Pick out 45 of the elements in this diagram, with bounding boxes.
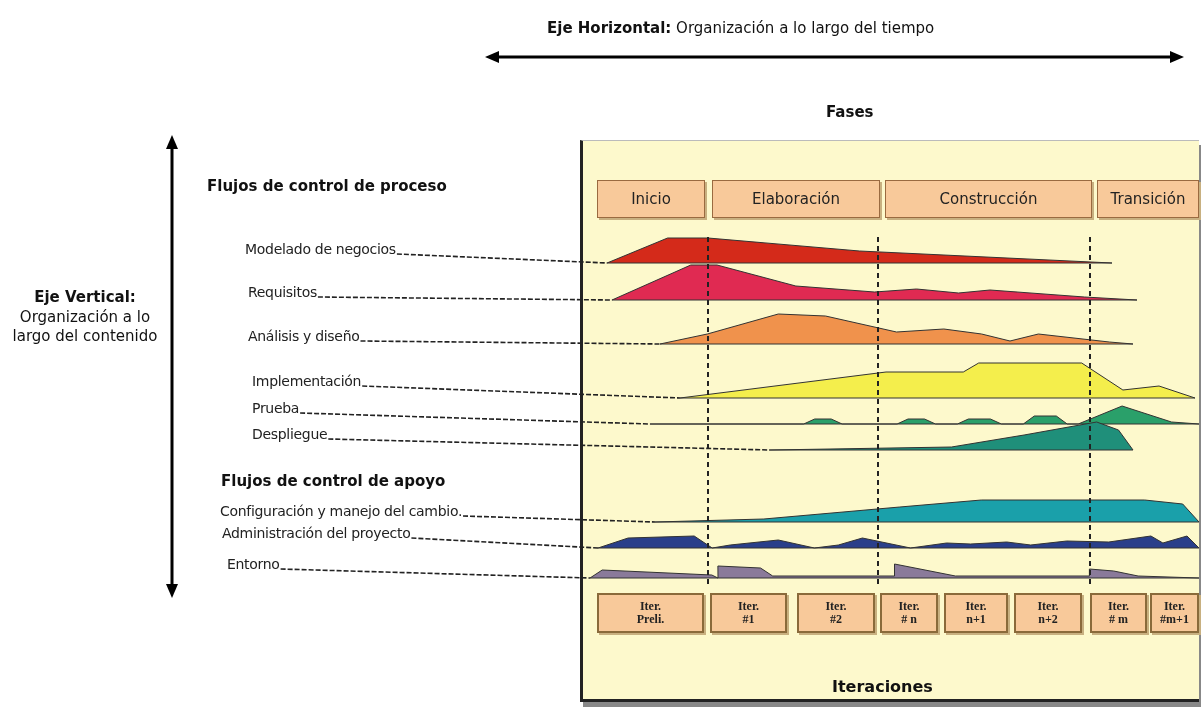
workflow-label: Prueba xyxy=(252,400,300,416)
leader-line xyxy=(410,537,599,549)
axis-caption: Eje Horizontal: Organización a lo largo del tiempo xyxy=(547,19,935,39)
workflow-label: Despliegue xyxy=(252,426,328,442)
phase-box: Elaboración xyxy=(712,180,880,218)
leader-line xyxy=(359,340,661,345)
phase-box: Transición xyxy=(1097,180,1199,218)
iteration-box: Iter. n+2 xyxy=(1014,593,1082,633)
leader-line xyxy=(317,296,613,301)
iteration-box: Iter. Preli. xyxy=(597,593,704,633)
workflow-hump xyxy=(598,536,1199,548)
workflow-label: Modelado de negocios xyxy=(245,241,396,257)
iteration-box: Iter. #1 xyxy=(710,593,787,633)
leader-line xyxy=(299,412,651,425)
leader-line xyxy=(396,253,608,264)
workflow-hump xyxy=(607,238,1112,263)
iteration-box: Iter. #m+1 xyxy=(1150,593,1199,633)
leader-line xyxy=(279,568,591,579)
axis-caption: Eje Vertical: Organización a lo largo del contenido xyxy=(11,288,159,347)
iteration-box: Iter. # m xyxy=(1090,593,1147,633)
section-heading: Fases xyxy=(826,103,874,123)
leader-line xyxy=(361,385,681,399)
workflow-hump xyxy=(655,500,1199,522)
workflow-hump xyxy=(770,422,1133,450)
phase-box: Construcción xyxy=(885,180,1092,218)
leader-line xyxy=(462,515,656,523)
workflow-label: Implementación xyxy=(252,373,362,389)
workflow-hump xyxy=(590,564,1199,578)
section-heading: Flujos de control de proceso xyxy=(207,177,447,197)
leader-line xyxy=(327,438,771,451)
workflow-hump xyxy=(660,314,1133,344)
workflow-label: Configuración y manejo del cambio. xyxy=(220,503,463,519)
workflow-label: Administración del proyecto xyxy=(222,525,411,541)
workflow-label: Requisitos xyxy=(248,284,317,300)
workflow-hump xyxy=(650,406,1199,424)
iteration-box: Iter. n+1 xyxy=(944,593,1008,633)
iteration-box: Iter. # n xyxy=(880,593,938,633)
workflow-hump xyxy=(680,363,1195,398)
phase-box: Inicio xyxy=(597,180,705,218)
iteration-box: Iter. #2 xyxy=(797,593,875,633)
workflow-hump xyxy=(612,265,1137,300)
section-heading: Flujos de control de apoyo xyxy=(221,472,446,492)
section-heading: Iteraciones xyxy=(832,677,933,698)
workflow-label: Análisis y diseño xyxy=(248,328,360,344)
workflow-label: Entorno xyxy=(227,556,280,572)
